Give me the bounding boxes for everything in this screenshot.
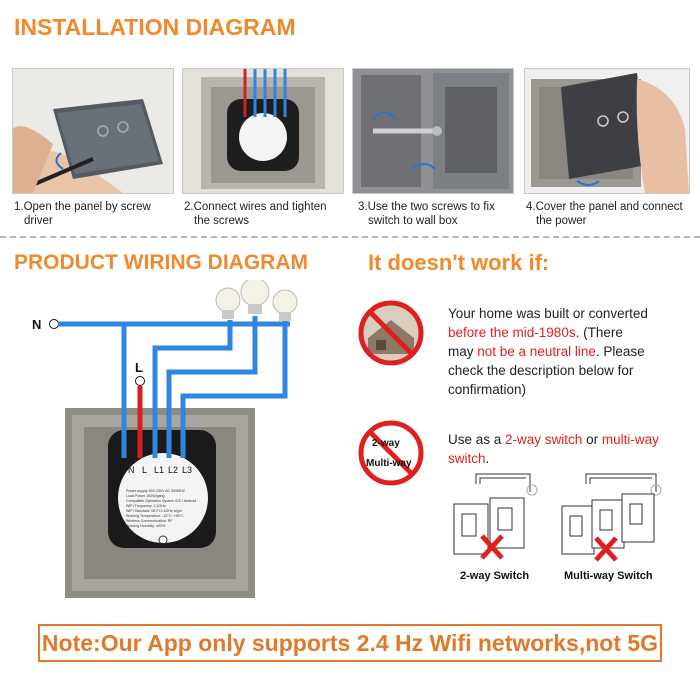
multi-way-switch-diagram: [561, 473, 662, 562]
wiring-title: PRODUCT WIRING DIAGRAM: [14, 251, 308, 274]
spec-line: Compatible Operation System iOS / Androi…: [126, 499, 196, 503]
old-house-prohibited-icon: [358, 300, 424, 366]
spec-line: Power supply 90V-250V AC 50/60HZ: [126, 489, 186, 493]
neutral-line-warning: Your home was built or converted before …: [448, 306, 648, 397]
two-way-switch-label: 2-way Switch: [460, 570, 530, 582]
bulb-icon: [240, 280, 270, 314]
icon-text-multiway: Multi-way: [366, 458, 412, 469]
terminal-label-l2: L2: [168, 465, 178, 475]
spec-line: Working Humidity: ≤90%: [126, 524, 166, 528]
step-3-illustration: [353, 69, 513, 193]
terminal-label-l: L: [142, 465, 147, 475]
multiway-warning: Use as a 2-way switch or multi-way switc…: [448, 432, 659, 466]
multiway-prohibited-icon: 2-way Multi-way: [358, 420, 424, 486]
l1-wire: [152, 320, 233, 458]
step-1-image: [12, 68, 174, 194]
icon-text-2way: 2-way: [372, 438, 400, 449]
step-2-caption: 2.Connect wires and tighten the screws: [184, 201, 327, 227]
terminal-label-n: N: [128, 465, 135, 475]
l-terminal-icon: [135, 376, 145, 386]
step-3-caption: 3.Use the two screws to fix switch to wa…: [358, 201, 495, 227]
l-label: L: [135, 360, 143, 375]
n-label: N: [32, 317, 41, 332]
terminal-label-l3: L3: [182, 465, 192, 475]
terminal-label-l1: L1: [154, 465, 164, 475]
bulb-icon: [272, 289, 298, 321]
step-2-illustration: [183, 69, 343, 193]
step-2-image: [182, 68, 344, 194]
step-1-caption: 1.Open the panel by screw driver: [14, 201, 151, 227]
two-way-switch-diagram: [453, 473, 538, 560]
spec-line: Working Temperature: -10°C~+55°C: [126, 514, 184, 518]
spec-line: Load Power 100W/gang: [126, 494, 165, 498]
wiring-diagram: N L L1 L2 L3 Power supply 90V-250V AC 50…: [32, 280, 298, 598]
wifi-icon: [158, 535, 168, 545]
l2-wire: [166, 316, 258, 458]
bulb-icon: [215, 287, 241, 319]
step-3-image: [352, 68, 514, 194]
bulb-icon: [650, 484, 662, 496]
spec-line: WIFI Frequency: 2.4GHz: [126, 504, 166, 508]
section-divider: [0, 236, 700, 238]
step-4-image: [524, 68, 690, 194]
step-1-illustration: [13, 69, 173, 193]
step-4-illustration: [525, 69, 689, 193]
wifi-note: Note:Our App only supports 2.4 Hz Wifi n…: [38, 624, 662, 662]
not-work-title: It doesn't work if:: [368, 250, 550, 275]
multi-way-switch-label: Multi-way Switch: [564, 570, 653, 582]
spec-line: Wireless Communication: RF: [126, 519, 173, 523]
spec-line: WIFI Standard: Wi-Fi 2.4GHz b/g/n: [126, 509, 182, 513]
step-4-caption: 4.Cover the panel and connect the power: [526, 201, 683, 227]
bulb-icon: [526, 484, 538, 496]
installation-title: INSTALLATION DIAGRAM: [14, 14, 296, 40]
n-terminal-icon: [49, 319, 59, 329]
l3-wire: [180, 320, 288, 458]
